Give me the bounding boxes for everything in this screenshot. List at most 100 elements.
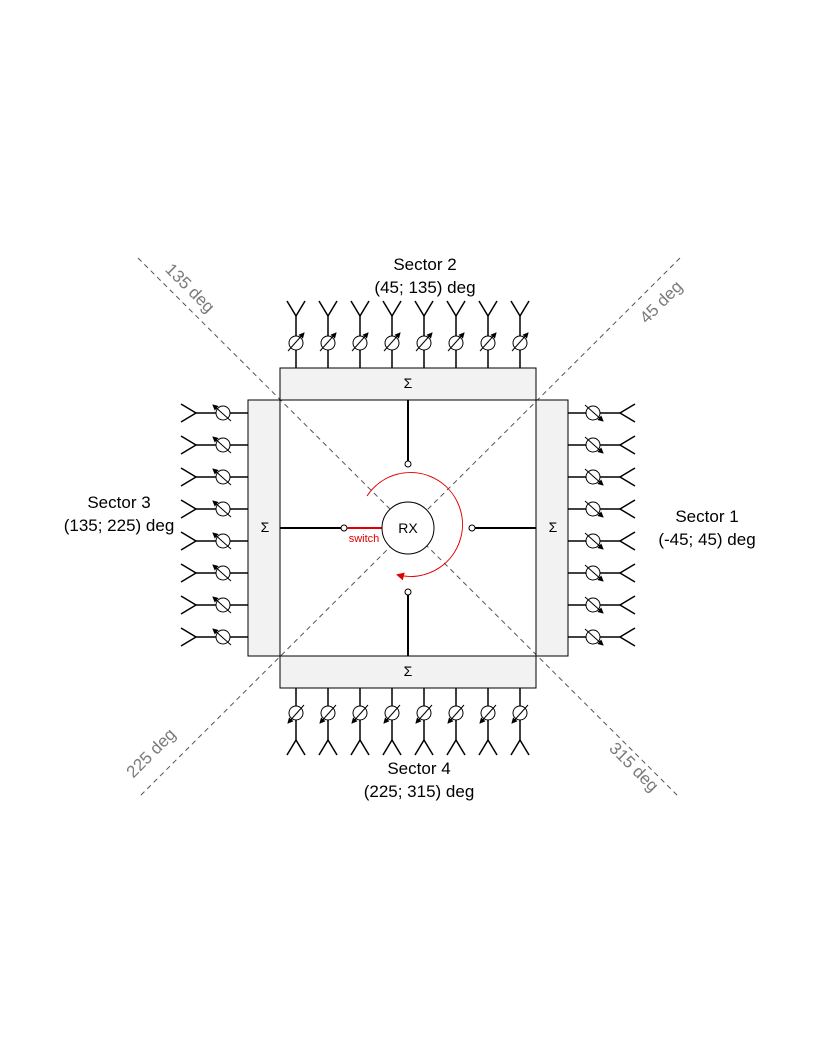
phase-shifter-arrow [212, 436, 232, 454]
switch-label: switch [349, 533, 380, 545]
phase-shifter-arrow [584, 532, 604, 550]
receiver-label: RX [398, 520, 418, 536]
antenna-element-right-4 [568, 499, 636, 519]
antenna-arm-left [180, 476, 197, 487]
phase-shifter-arrow [212, 628, 232, 646]
angle-label-135: 135 deg [161, 260, 218, 317]
antenna-arm-left [619, 499, 636, 510]
phase-shifter-arrow [447, 704, 465, 724]
phase-shifter-arrow [479, 332, 497, 352]
antenna-arm-left [286, 300, 297, 317]
antenna-arm-right [180, 403, 197, 414]
antenna-arm-left [446, 300, 457, 317]
antenna-element-left-4 [180, 499, 248, 519]
antenna-arm-left [318, 300, 329, 317]
switch-rotation-arrow [366, 472, 463, 581]
antenna-arm-right [619, 636, 636, 647]
sector-labels: Sector 2 (45; 135) deg Sector 4 (225; 31… [64, 255, 756, 801]
antenna-arm-left [180, 540, 197, 551]
summer-top-symbol: Σ [404, 375, 413, 391]
sector-4-name: Sector 4 [387, 759, 450, 778]
phase-shifter-arrow [584, 468, 604, 486]
antenna-arm-right [619, 572, 636, 583]
antenna-element-bottom-2 [318, 688, 338, 756]
antenna-arm-left [350, 300, 361, 317]
antenna-arm-right [382, 739, 393, 756]
phase-shifter-arrow [511, 332, 529, 352]
antenna-arm-right [619, 476, 636, 487]
receiver-circle [381, 501, 435, 555]
antenna-arm-right [359, 300, 370, 317]
antenna-arm-left [423, 739, 434, 756]
antenna-arm-left [619, 595, 636, 606]
feed-lines [280, 400, 536, 656]
antenna-arm-right [446, 739, 457, 756]
antenna-element-right-7 [568, 595, 636, 615]
phase-shifter-arrow [212, 532, 232, 550]
antenna-element-top-4 [382, 300, 402, 368]
antenna-arm-left [359, 739, 370, 756]
switch-contact-right [468, 524, 476, 532]
antenna-element-right-1 [568, 403, 636, 423]
antenna-element-bottom-3 [350, 688, 370, 756]
phase-shifter-arrow [584, 564, 604, 582]
antenna-arm-right [455, 300, 466, 317]
antenna-element-top-2 [318, 300, 338, 368]
antenna-element-bottom-4 [382, 688, 402, 756]
summer-right-symbol: Σ [549, 519, 558, 535]
antenna-arm-right [180, 531, 197, 542]
phase-shifter-arrow [584, 404, 604, 422]
phase-shifter-arrow [383, 704, 401, 724]
summer-right [535, 399, 569, 657]
phase-shifter-arrow [479, 704, 497, 724]
antenna-arm-left [382, 300, 393, 317]
sector-2-name: Sector 2 [393, 255, 456, 274]
antenna-arm-left [487, 739, 498, 756]
antenna-element-top-3 [350, 300, 370, 368]
antenna-element-left-3 [180, 467, 248, 487]
summers: Σ Σ Σ Σ [247, 367, 569, 689]
sector-2-range: (45; 135) deg [374, 278, 475, 297]
antenna-arm-left [295, 739, 306, 756]
sector-4-range: (225; 315) deg [364, 782, 475, 801]
phase-shifter-arrow [584, 500, 604, 518]
antenna-arm-left [180, 412, 197, 423]
antenna-arm-right [619, 444, 636, 455]
phase-shifter-arrow [584, 596, 604, 614]
antenna-element-bottom-1 [286, 688, 306, 756]
antenna-arm-right [619, 604, 636, 615]
phase-shifter-arrow [351, 332, 369, 352]
antenna-arm-right [286, 739, 297, 756]
antenna-element-top-8 [510, 300, 530, 368]
switch-contact-top [404, 460, 412, 468]
antenna-arm-left [519, 739, 530, 756]
antenna-arm-left [327, 739, 338, 756]
antenna-element-left-2 [180, 435, 248, 455]
phase-shifter-arrow [415, 332, 433, 352]
antenna-element-right-6 [568, 563, 636, 583]
antenna-arm-left [619, 467, 636, 478]
antenna-arm-right [180, 563, 197, 574]
antenna-arm-left [455, 739, 466, 756]
phase-shifter-arrow [319, 704, 337, 724]
antenna-arm-right [180, 499, 197, 510]
antenna-arm-left [619, 563, 636, 574]
antenna-elements [180, 300, 636, 756]
antenna-element-left-7 [180, 595, 248, 615]
antenna-arm-right [180, 435, 197, 446]
antenna-element-top-7 [478, 300, 498, 368]
antenna-element-top-6 [446, 300, 466, 368]
antenna-arm-left [510, 300, 521, 317]
antenna-arm-right [295, 300, 306, 317]
angle-label-45: 45 deg [636, 277, 686, 327]
summer-left-symbol: Σ [261, 519, 270, 535]
sector-1-name: Sector 1 [675, 507, 738, 526]
sector-3-name: Sector 3 [87, 493, 150, 512]
antenna-element-left-8 [180, 627, 248, 647]
antenna-arm-right [487, 300, 498, 317]
angle-label-315: 315 deg [605, 739, 662, 796]
phase-shifter-arrow [447, 332, 465, 352]
antenna-element-right-5 [568, 531, 636, 551]
antenna-element-bottom-8 [510, 688, 530, 756]
antenna-arm-right [619, 412, 636, 423]
